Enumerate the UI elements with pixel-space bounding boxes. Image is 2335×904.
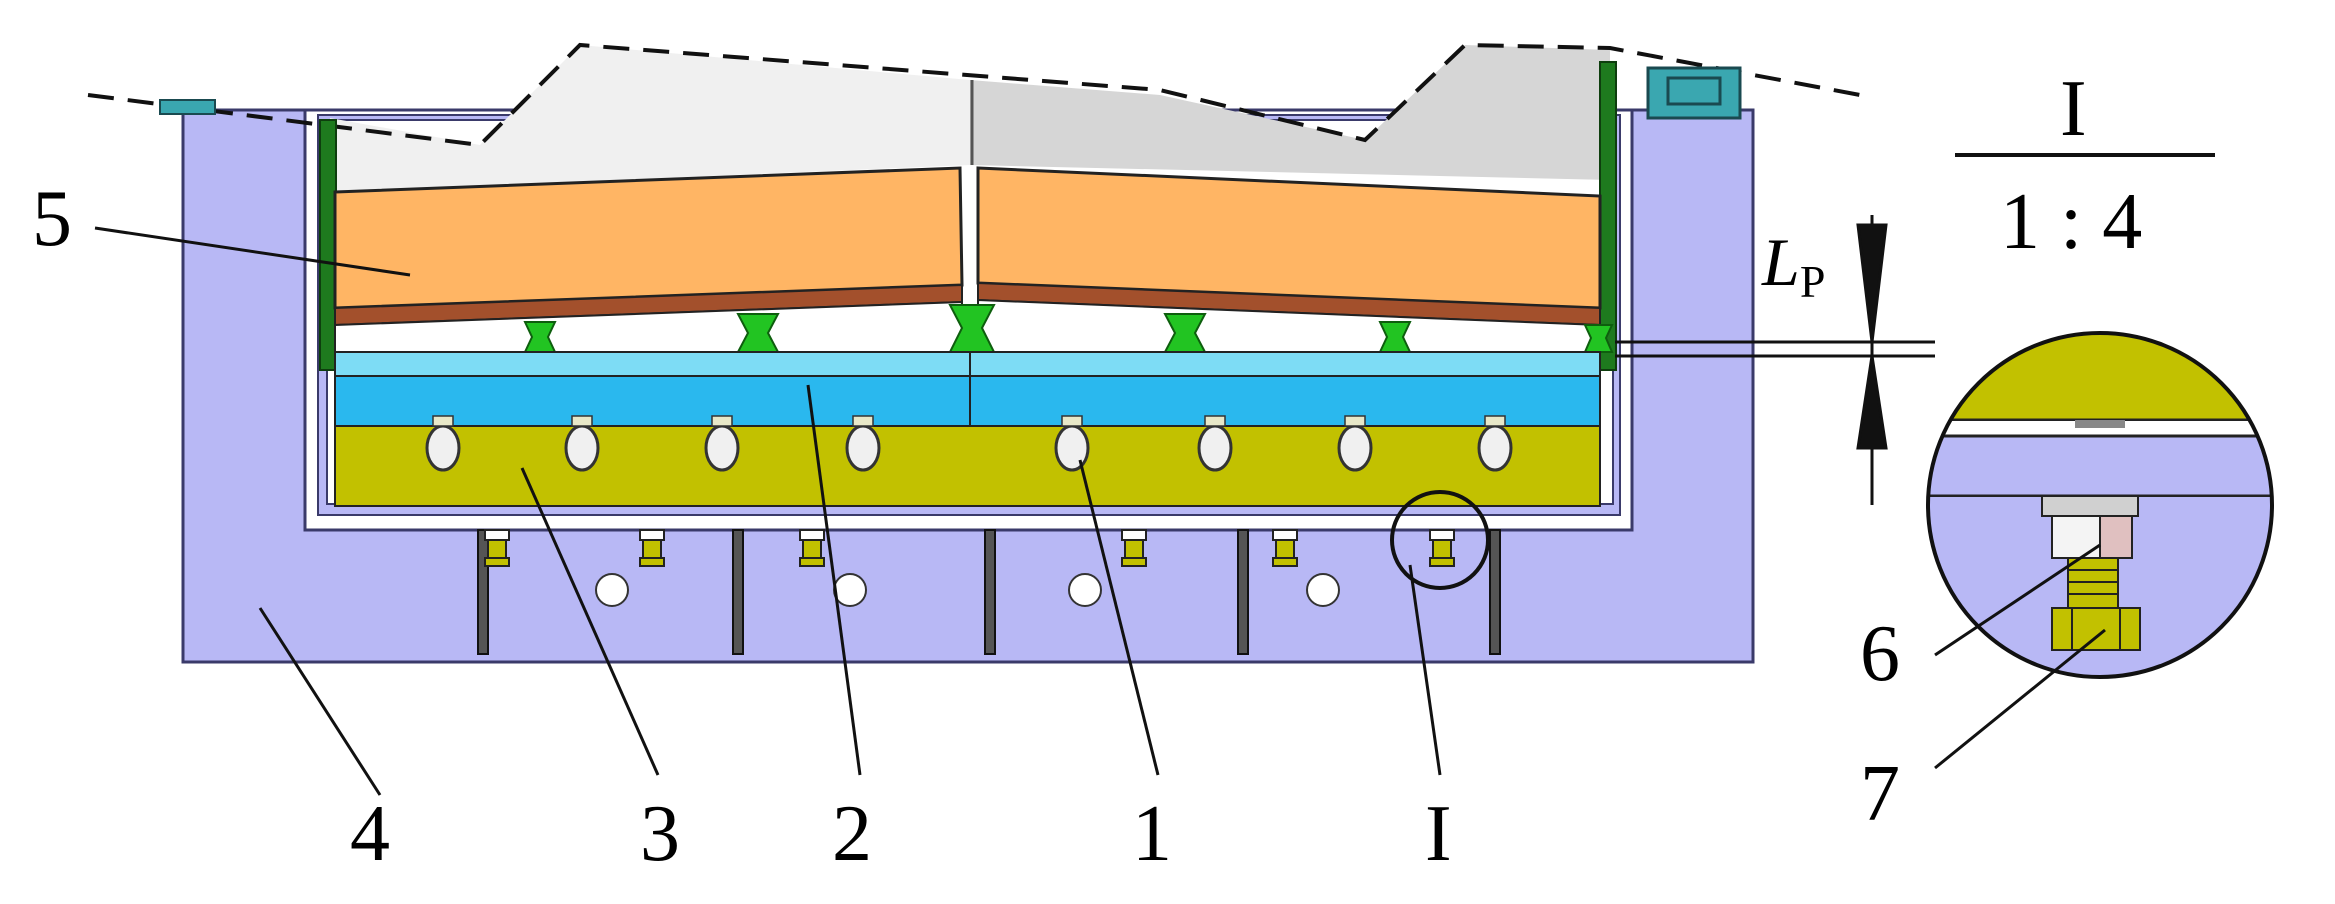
leader-6 xyxy=(1934,543,2101,657)
detail-title: I xyxy=(2060,65,2087,153)
gray-material-left xyxy=(330,45,970,192)
label-5: 5 xyxy=(32,175,72,263)
label-3: 3 xyxy=(640,790,680,878)
yellow-plate xyxy=(334,425,1601,507)
detail-view-border xyxy=(1926,331,2274,679)
leader-5 xyxy=(94,226,411,277)
bolt-icon xyxy=(1477,415,1513,472)
support-rods xyxy=(477,529,1501,655)
clamp-icon-right xyxy=(1646,66,1742,120)
screw-4 xyxy=(1121,529,1147,567)
housing-holes xyxy=(595,573,1340,607)
label-7: 7 xyxy=(1860,750,1900,838)
leader-2 xyxy=(806,384,862,776)
bolt-icon xyxy=(425,415,461,472)
dimension-label: LP xyxy=(1761,224,1825,307)
leader-7 xyxy=(1934,628,2106,770)
spacer-6 xyxy=(1583,324,1614,353)
adjust-screws xyxy=(484,529,1455,567)
gray-material-right xyxy=(970,45,1610,180)
green-frame-right xyxy=(1599,61,1617,371)
label-6: 6 xyxy=(1860,610,1900,698)
blue-plate-top-layer xyxy=(334,351,1601,377)
screw-1 xyxy=(484,529,510,567)
bolt-row xyxy=(425,415,1513,472)
detail-screw-head xyxy=(2041,495,2139,517)
material-dashed-outline xyxy=(87,42,1861,148)
leader-lines xyxy=(94,226,1442,796)
clamp-icon-left xyxy=(159,99,216,115)
bolt-icon xyxy=(704,415,740,472)
orange-block-left xyxy=(333,166,964,310)
leader-3 xyxy=(520,467,660,776)
detail-housing-plate xyxy=(1928,434,2272,498)
label-1: 1 xyxy=(1132,790,1172,878)
bolt-icon xyxy=(845,415,881,472)
screw-3 xyxy=(799,529,825,567)
bolt-icon xyxy=(1337,415,1373,472)
blue-plate xyxy=(334,375,1601,427)
screw-2 xyxy=(639,529,665,567)
detail-scale: 1 : 4 xyxy=(2000,178,2142,266)
leader-I xyxy=(1408,564,1442,776)
label-detail-mark: I xyxy=(1425,790,1452,878)
detail-leaders xyxy=(1934,543,2106,770)
dimension-subscript: P xyxy=(1800,256,1826,307)
screw-5 xyxy=(1272,529,1298,567)
detail-yellow-plate xyxy=(1928,333,2272,422)
leader-1 xyxy=(1078,459,1160,776)
detail-marker-circle xyxy=(1390,490,1490,590)
detail-nut-lower xyxy=(2051,607,2141,651)
label-2: 2 xyxy=(832,790,872,878)
bolt-icon xyxy=(1054,415,1090,472)
label-4: 4 xyxy=(350,790,390,878)
dimension-symbol: L xyxy=(1761,224,1800,300)
bolt-icon xyxy=(564,415,600,472)
screw-6 xyxy=(1429,529,1455,567)
dimension-lp xyxy=(1615,215,1935,505)
bolt-icon xyxy=(1197,415,1233,472)
leader-4 xyxy=(258,607,382,796)
